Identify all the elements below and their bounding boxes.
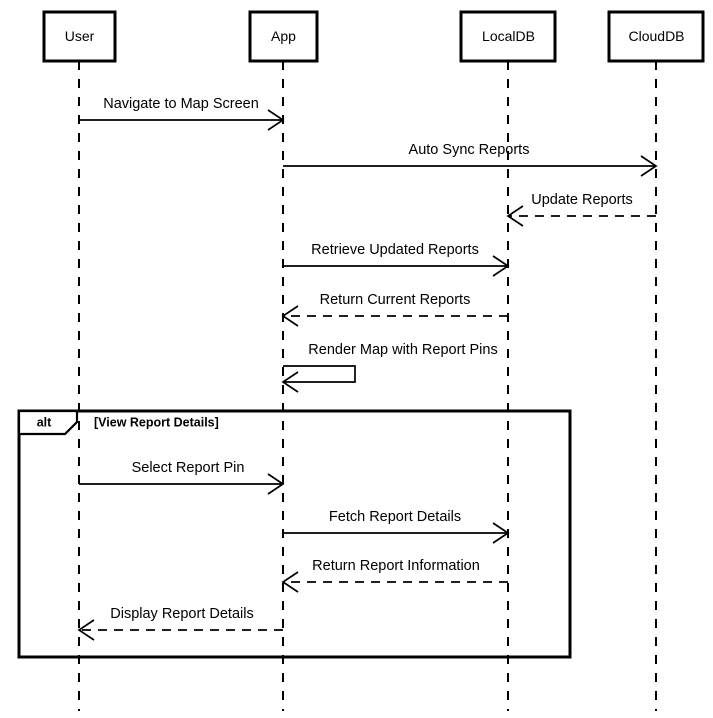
participant-clouddb-label: CloudDB bbox=[628, 28, 684, 44]
message-return-current-reports[interactable]: Return Current Reports bbox=[281, 292, 508, 327]
fragment-condition-label: [View Report Details] bbox=[94, 415, 219, 429]
message-arrowhead bbox=[640, 155, 658, 177]
participant-user[interactable]: User bbox=[42, 10, 117, 63]
message-render-map-with-report-pins[interactable]: Render Map with Report Pins bbox=[281, 342, 498, 393]
message-return-report-information[interactable]: Return Report Information bbox=[281, 558, 508, 593]
message-arrowhead bbox=[492, 522, 510, 544]
message-self-loop-line bbox=[283, 365, 356, 383]
message-label: Return Current Reports bbox=[320, 292, 471, 308]
message-arrowhead bbox=[77, 619, 95, 641]
fragment-operator-label: alt bbox=[37, 415, 52, 429]
lifelines-group bbox=[78, 61, 657, 711]
message-fetch-report-details[interactable]: Fetch Report Details bbox=[283, 509, 510, 544]
message-auto-sync-reports[interactable]: Auto Sync Reports bbox=[283, 142, 658, 177]
fragment-border bbox=[17, 409, 572, 659]
message-label: Fetch Report Details bbox=[329, 509, 461, 525]
message-navigate-to-map-screen[interactable]: Navigate to Map Screen bbox=[79, 96, 285, 131]
message-arrowhead bbox=[492, 255, 510, 277]
message-label: Return Report Information bbox=[312, 558, 480, 574]
fragment-alt-view-report-details: alt [View Report Details] bbox=[17, 409, 572, 659]
participant-clouddb[interactable]: CloudDB bbox=[607, 10, 705, 63]
message-arrowhead bbox=[281, 305, 299, 327]
message-label: Display Report Details bbox=[110, 606, 253, 622]
participant-localdb-label: LocalDB bbox=[482, 28, 535, 44]
participant-user-box[interactable] bbox=[42, 10, 117, 63]
message-update-reports[interactable]: Update Reports bbox=[506, 192, 656, 227]
participant-clouddb-box[interactable] bbox=[607, 10, 705, 63]
participant-localdb-box[interactable] bbox=[459, 10, 557, 63]
participant-user-label: User bbox=[65, 28, 95, 44]
message-label: Render Map with Report Pins bbox=[308, 342, 497, 358]
message-arrowhead bbox=[281, 571, 299, 593]
message-arrowhead bbox=[506, 205, 524, 227]
fragment-operator-tab bbox=[17, 409, 79, 436]
message-label: Auto Sync Reports bbox=[409, 142, 530, 158]
participant-localdb[interactable]: LocalDB bbox=[459, 10, 557, 63]
message-retrieve-updated-reports[interactable]: Retrieve Updated Reports bbox=[283, 242, 510, 277]
message-display-report-details[interactable]: Display Report Details bbox=[77, 606, 283, 641]
message-label: Retrieve Updated Reports bbox=[311, 242, 479, 258]
message-label: Update Reports bbox=[531, 192, 633, 208]
message-label: Navigate to Map Screen bbox=[103, 96, 259, 112]
participant-app-box[interactable] bbox=[248, 10, 319, 63]
message-arrowhead bbox=[281, 371, 299, 393]
message-select-report-pin[interactable]: Select Report Pin bbox=[79, 460, 285, 495]
participant-app-label: App bbox=[271, 28, 296, 44]
message-arrowhead bbox=[267, 109, 285, 131]
message-label: Select Report Pin bbox=[132, 460, 245, 476]
message-arrowhead bbox=[267, 473, 285, 495]
participant-app[interactable]: App bbox=[248, 10, 319, 63]
